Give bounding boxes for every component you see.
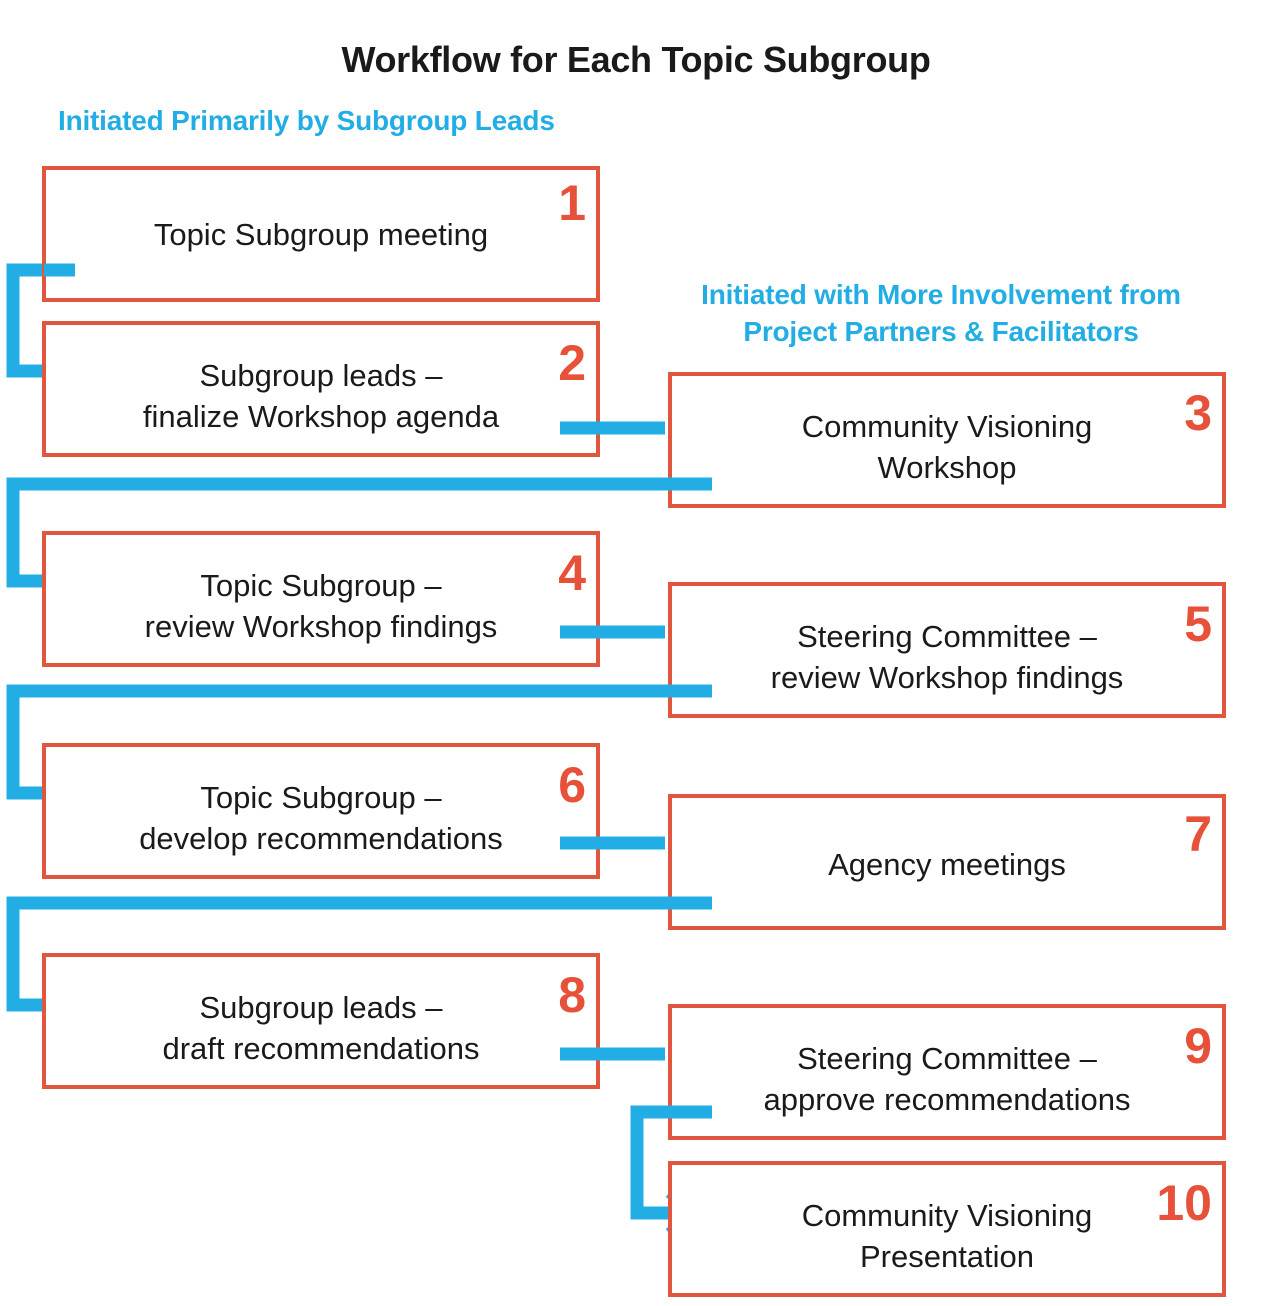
step-box-2-outline [42,321,600,457]
connector-1-to-2 [6,263,60,378]
step-box-9[interactable]: 9 Steering Committee – approve recommend… [668,1004,1226,1140]
step-label-8-line1: Subgroup leads – [199,990,443,1025]
step-box-10[interactable]: 10 Community Visioning Presentation [668,1161,1226,1297]
page-title: Workflow for Each Topic Subgroup [341,39,930,80]
connector-3-to-4 [6,477,705,588]
step-box-4[interactable]: 4 Topic Subgroup – review Workshop findi… [42,531,600,667]
step-box-5-outline [668,582,1226,718]
group-label-left: Initiated Primarily by Subgroup Leads [58,105,555,136]
step-label-4-line1: Topic Subgroup – [200,568,442,603]
step-label-5-line2: review Workshop findings [771,660,1124,695]
step-box-7-outline [668,794,1226,930]
step-number-7: 7 [1184,806,1212,862]
step-label-8-line2: draft recommendations [162,1031,479,1066]
step-label-3-line1: Community Visioning [802,409,1093,444]
step-box-1[interactable]: 1 Topic Subgroup meeting [42,166,600,302]
step-number-3: 3 [1184,385,1212,441]
step-label-9-line1: Steering Committee – [797,1041,1098,1076]
step-number-5: 5 [1184,596,1212,652]
step-box-2[interactable]: 2 Subgroup leads – finalize Workshop age… [42,321,600,457]
step-label-5-line1: Steering Committee – [797,619,1098,654]
step-box-3-outline [668,372,1226,508]
step-box-7[interactable]: 7 Agency meetings [668,794,1226,930]
step-label-6-line1: Topic Subgroup – [200,780,442,815]
step-box-1-outline [42,166,600,302]
step-label-9-line2: approve recommendations [763,1082,1130,1117]
step-label-1-line1: Topic Subgroup meeting [154,217,488,252]
step-number-10: 10 [1156,1175,1212,1231]
step-label-3-line2: Workshop [878,450,1017,485]
group-label-right-line1: Initiated with More Involvement from [701,279,1181,310]
connector-overlay-layer [44,263,712,1119]
step-box-3[interactable]: 3 Community Visioning Workshop [668,372,1226,508]
step-label-2-line1: Subgroup leads – [199,358,443,393]
step-box-6[interactable]: 6 Topic Subgroup – develop recommendatio… [42,743,600,879]
step-number-8: 8 [558,967,586,1023]
connector-5-to-6 [6,684,705,800]
step-label-7-line1: Agency meetings [828,847,1066,882]
step-label-2-line2: finalize Workshop agenda [143,399,500,434]
step-box-4-outline [42,531,600,667]
step-label-4-line2: review Workshop findings [145,609,498,644]
step-number-9: 9 [1184,1018,1212,1074]
group-label-right-line2: Project Partners & Facilitators [743,316,1138,347]
connector-7-to-8 [6,896,705,1012]
step-box-10-outline [668,1161,1226,1297]
step-number-2: 2 [558,335,586,391]
step-box-9-outline [668,1004,1226,1140]
step-number-6: 6 [558,757,586,813]
step-label-10-line1: Community Visioning [802,1198,1093,1233]
step-label-10-line2: Presentation [860,1239,1034,1274]
step-box-6-outline [42,743,600,879]
step-number-1: 1 [558,175,586,231]
step-box-8-outline [42,953,600,1089]
step-box-8[interactable]: 8 Subgroup leads – draft recommendations [42,953,600,1089]
step-number-4: 4 [558,545,586,601]
step-box-5[interactable]: 5 Steering Committee – review Workshop f… [668,582,1226,718]
step-label-6-line2: develop recommendations [139,821,503,856]
